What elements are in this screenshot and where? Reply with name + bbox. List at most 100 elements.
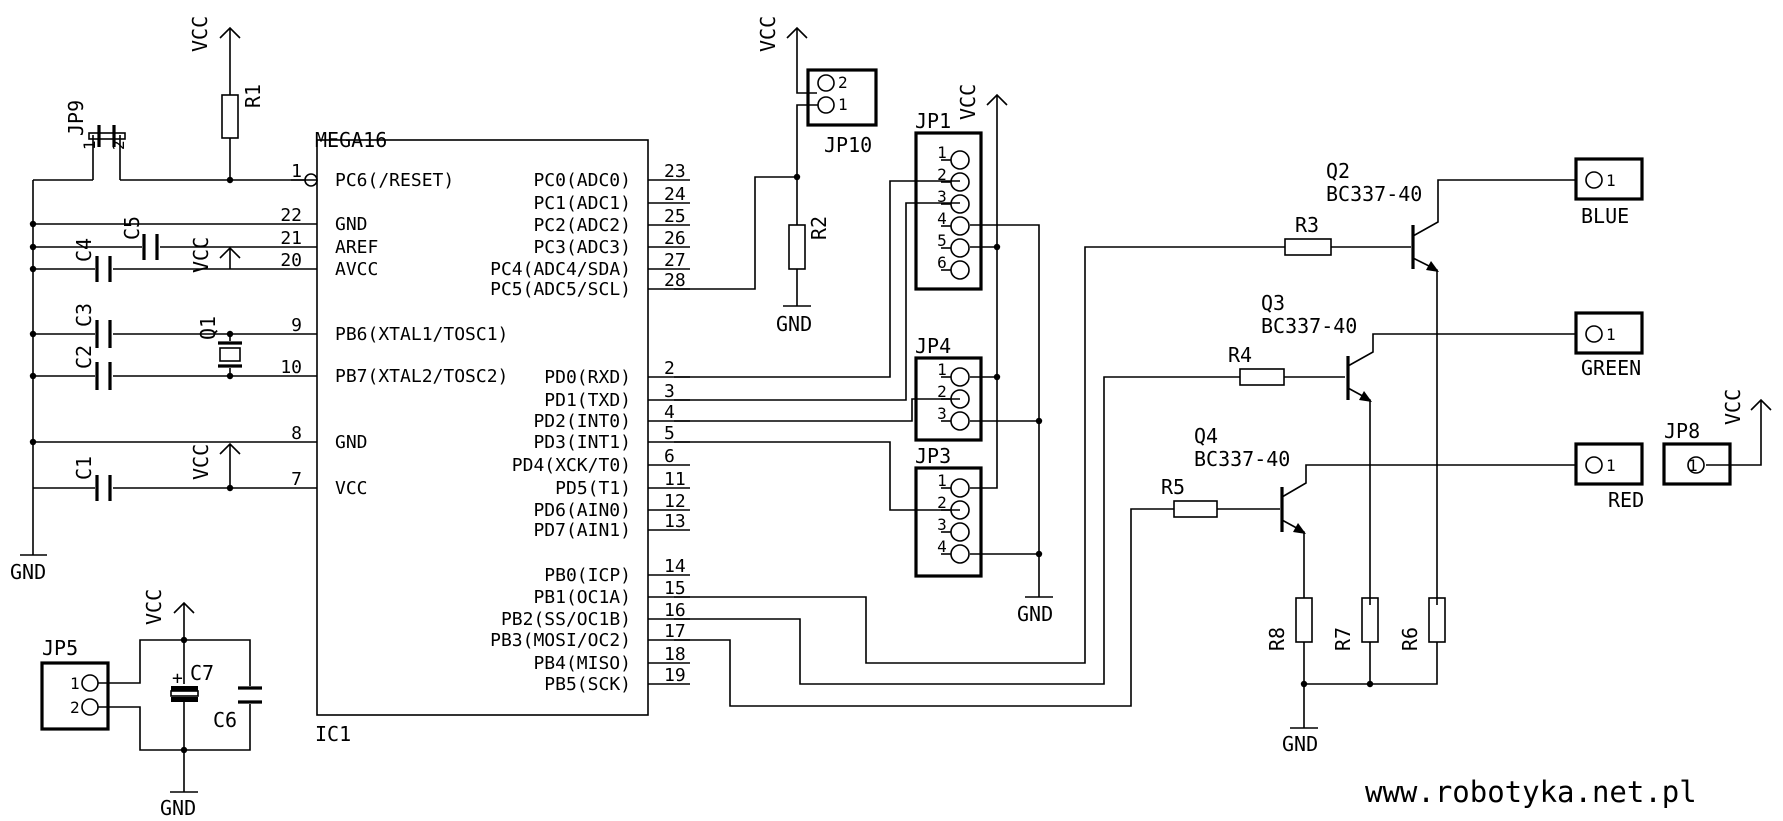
gnd-rail-taps xyxy=(970,420,1039,555)
ic1-ref: IC1 xyxy=(315,722,351,746)
ic1-left-pin-number: 10 xyxy=(280,357,302,378)
ic1-right-pin-number: 5 xyxy=(664,423,675,444)
c7-plate-neg xyxy=(171,697,198,702)
r7-label: R7 xyxy=(1331,627,1355,651)
jp1-pin-number: 6 xyxy=(937,253,947,272)
blue-pad xyxy=(1585,171,1603,189)
r4-resistor xyxy=(1239,368,1285,386)
q3-label: Q3 xyxy=(1261,291,1285,315)
jp1-pad xyxy=(950,216,970,236)
jp5-pad-2 xyxy=(81,698,99,716)
ic1-right-pin-name: PD0(RXD) xyxy=(544,367,631,388)
ic1-right-pin-number: 12 xyxy=(664,491,686,512)
jp3-pad xyxy=(950,522,970,542)
gnd-label-left: GND xyxy=(10,560,46,584)
ic1-right-pin-name: PB1(OC1A) xyxy=(533,587,631,608)
q2-emitter-arrow xyxy=(1426,261,1439,272)
jp10-pin2-label: 2 xyxy=(838,73,848,92)
q3-emitter-arrow xyxy=(1359,391,1372,402)
c1-label: C1 xyxy=(72,456,96,480)
vcc-arrow-headers xyxy=(986,93,1008,106)
ic1-right-pin-number: 11 xyxy=(664,469,686,490)
ic1-left-pin-number: 20 xyxy=(280,250,302,271)
ic1-right-pin-name: PB0(ICP) xyxy=(544,565,631,586)
junction xyxy=(993,243,1001,251)
green-pad xyxy=(1585,325,1603,343)
ic1-left-pin-name: GND xyxy=(335,214,368,235)
jp5-connector xyxy=(40,661,110,731)
output-connectors: 1 BLUE 1 GREEN 1 RED 1 JP8 VCC xyxy=(1574,157,1772,512)
vcc-arrow-jp5 xyxy=(173,601,195,640)
jp9-label: JP9 xyxy=(64,100,88,136)
c7-outline xyxy=(170,690,199,697)
r8-resistor xyxy=(1295,597,1313,643)
r3-resistor xyxy=(1284,238,1332,256)
jp10-pad-1 xyxy=(817,96,835,114)
ic1-left-pin-name: PC6(/RESET) xyxy=(335,170,454,191)
r1-resistor xyxy=(221,94,239,139)
pd0-net xyxy=(674,180,960,378)
pb3-net xyxy=(674,508,1174,707)
ic1-left-pin-number: 22 xyxy=(280,205,302,226)
blue-connector xyxy=(1574,157,1644,201)
q4-collector xyxy=(1281,464,1576,498)
gnd-label-drivers: GND xyxy=(1282,732,1318,756)
jp9-jumper: JP9 1 2 xyxy=(64,100,128,180)
ic1-right-pin-number: 23 xyxy=(664,161,686,182)
ic1-right-pin-number: 28 xyxy=(664,270,686,291)
blue-pin: 1 xyxy=(1606,171,1616,190)
jp1-pad xyxy=(950,194,970,214)
jp3-label: JP3 xyxy=(915,444,951,468)
junction xyxy=(993,373,1001,381)
ic1-right-pin-name: PD6(AIN0) xyxy=(533,500,631,521)
jp5-pad-1 xyxy=(81,674,99,692)
q4-emitter-arrow xyxy=(1293,523,1306,534)
q2-emitter xyxy=(1412,257,1438,605)
c7-plate-pos xyxy=(171,686,198,691)
ic1-right-pin-name: PB4(MISO) xyxy=(533,653,631,674)
green-connector xyxy=(1574,311,1644,355)
jp4-pin-number: 3 xyxy=(937,404,947,423)
jp3-pad xyxy=(950,544,970,564)
junction xyxy=(29,330,37,338)
ic1-right-pin-name: PD1(TXD) xyxy=(544,390,631,411)
q3-emitter xyxy=(1347,387,1371,605)
jp3-pin-number: 2 xyxy=(937,493,947,512)
jp10-pin1-label: 1 xyxy=(838,95,848,114)
q4-label: Q4 xyxy=(1194,424,1218,448)
jp5-nets xyxy=(98,639,251,751)
q2-label: Q2 xyxy=(1326,159,1350,183)
blue-label: BLUE xyxy=(1581,204,1629,228)
r6-label: R6 xyxy=(1398,627,1422,651)
jp1-pad xyxy=(950,260,970,280)
r5-label: R5 xyxy=(1161,475,1185,499)
ic1-left-pin-name: AREF xyxy=(335,237,378,258)
ic1-left-pin-name: PB6(XTAL1/TOSC1) xyxy=(335,324,508,345)
ic1-right-pin-number: 26 xyxy=(664,228,686,249)
ic1-chip-name: MEGA16 xyxy=(315,128,387,152)
vcc-rail-headers xyxy=(970,95,998,489)
ic1-right-pin-name: PD7(AIN1) xyxy=(533,520,631,541)
r5-resistor xyxy=(1173,500,1218,518)
pb2-net xyxy=(674,376,1240,685)
jp3-pin-number: 1 xyxy=(937,471,947,490)
c2-label: C2 xyxy=(72,345,96,369)
r2-label: R2 xyxy=(807,216,831,240)
green-label: GREEN xyxy=(1581,356,1641,380)
q3-collector xyxy=(1347,333,1576,367)
jp8-pad xyxy=(1687,456,1705,474)
jp1-pad xyxy=(950,172,970,192)
junction xyxy=(29,243,37,251)
rgb-drivers: R3 R4 R5 Q2 BC337-40 Q3 BC337-40 Q4 BC33… xyxy=(674,159,1576,756)
junction xyxy=(29,372,37,380)
jp9-pins xyxy=(97,125,116,147)
ic1-right-pin-name: PB2(SS/OC1B) xyxy=(501,609,631,630)
pc5-net xyxy=(674,176,797,290)
jp1-pin-number: 4 xyxy=(937,209,947,228)
q3-type: BC337-40 xyxy=(1261,314,1357,338)
vcc-label-jp10: VCC xyxy=(756,16,780,52)
vcc-label-avcc: VCC xyxy=(189,237,213,273)
